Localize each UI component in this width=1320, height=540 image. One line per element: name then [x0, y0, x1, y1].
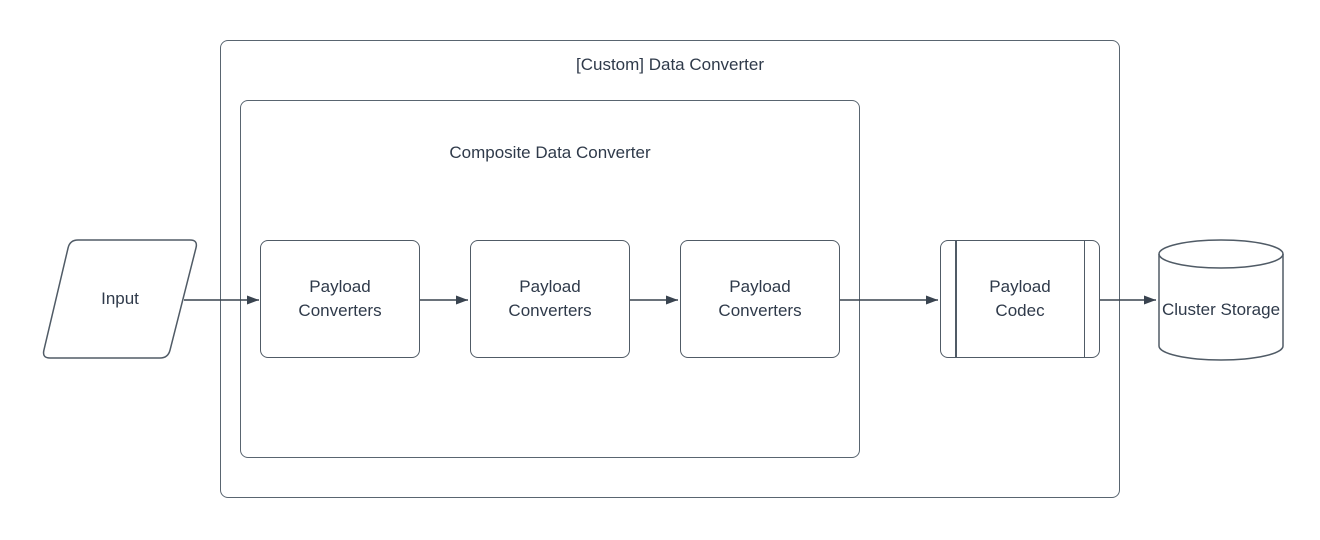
payload-converters-2-node: Payload Converters [470, 240, 630, 358]
cluster-storage-node: Cluster Storage [1158, 239, 1284, 362]
payload-converters-1-node: Payload Converters [260, 240, 420, 358]
input-node: Input [40, 239, 200, 360]
codec-inner-bar-left [955, 241, 957, 357]
cluster-storage-label: Cluster Storage [1161, 300, 1281, 319]
payload-converters-3-node: Payload Converters [680, 240, 840, 358]
payload-codec-node: Payload Codec [940, 240, 1100, 358]
codec-inner-bar-right [1083, 241, 1085, 357]
payload-codec-label: Payload Codec [989, 277, 1051, 320]
parallelogram-shape [42, 239, 198, 359]
composite-data-converter-label: Composite Data Converter [449, 143, 651, 162]
custom-data-converter-label: [Custom] Data Converter [575, 55, 764, 74]
input-label: Input [101, 288, 139, 308]
cylinder-shape [1158, 239, 1284, 361]
payload-converters-1-label: Payload Converters [298, 277, 382, 320]
payload-converters-3-label: Payload Converters [718, 277, 802, 320]
payload-converters-2-label: Payload Converters [508, 277, 592, 320]
